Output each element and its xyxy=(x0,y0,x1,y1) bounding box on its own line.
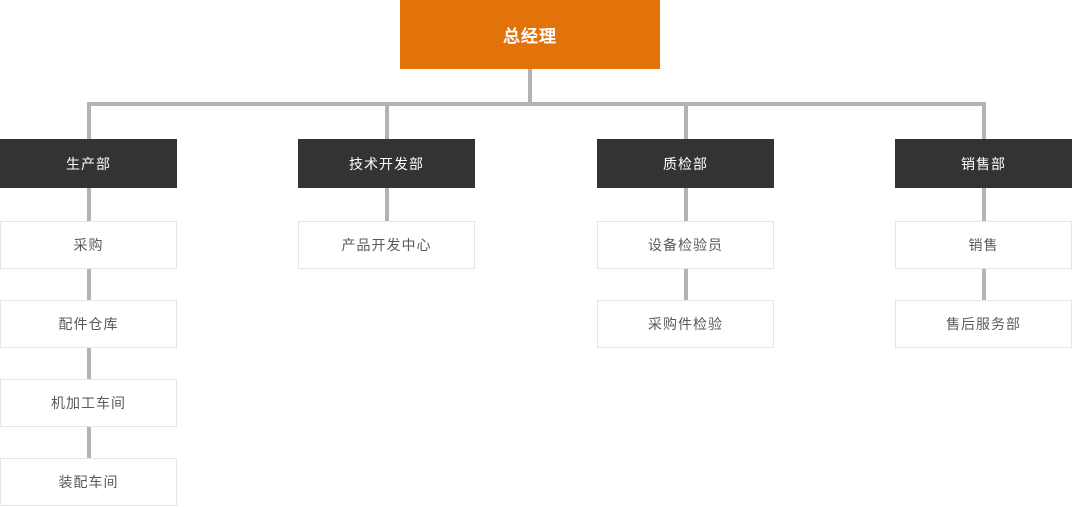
org-node-general-manager: 总经理 xyxy=(400,0,660,69)
dept-node-label: 技术开发部 xyxy=(349,155,424,172)
org-column-production: 生产部 采购 配件仓库 机加工车间 装配车间 xyxy=(0,139,177,506)
dept-node: 生产部 xyxy=(0,139,177,188)
connector-drop xyxy=(683,106,688,139)
dept-node-label: 生产部 xyxy=(66,155,111,172)
connector-drop xyxy=(86,106,91,139)
connector-line xyxy=(384,188,389,221)
connector-horizontal-bar xyxy=(86,102,986,106)
child-node-label: 采购 xyxy=(73,237,104,253)
connector-drop xyxy=(384,106,389,139)
connector-drop xyxy=(981,106,986,139)
child-node-label: 采购件检验 xyxy=(648,316,723,332)
connector-line xyxy=(981,188,986,221)
child-node: 采购 xyxy=(0,221,177,269)
dept-node: 质检部 xyxy=(597,139,774,188)
connector-line xyxy=(86,188,91,221)
connector-line xyxy=(86,427,91,458)
child-node-label: 设备检验员 xyxy=(648,237,723,253)
child-node-label: 产品开发中心 xyxy=(341,237,432,253)
connector-line xyxy=(981,269,986,300)
connector-line xyxy=(86,348,91,379)
child-node: 销售 xyxy=(895,221,1072,269)
child-node-label: 售后服务部 xyxy=(946,316,1021,332)
child-node-label: 机加工车间 xyxy=(51,395,126,411)
child-node-label: 配件仓库 xyxy=(58,316,119,332)
dept-node: 技术开发部 xyxy=(298,139,475,188)
org-node-label: 总经理 xyxy=(503,27,557,46)
child-node-label: 装配车间 xyxy=(58,474,119,490)
dept-node: 销售部 xyxy=(895,139,1072,188)
dept-node-label: 质检部 xyxy=(663,155,708,172)
child-node-label: 销售 xyxy=(968,237,999,253)
child-node: 机加工车间 xyxy=(0,379,177,427)
connector-line xyxy=(683,188,688,221)
connector-line xyxy=(86,269,91,300)
child-node: 配件仓库 xyxy=(0,300,177,348)
org-column-quality-inspection: 质检部 设备检验员 采购件检验 xyxy=(597,139,774,348)
connector-line xyxy=(683,269,688,300)
connector-trunk xyxy=(528,69,532,102)
child-node: 产品开发中心 xyxy=(298,221,475,269)
child-node: 售后服务部 xyxy=(895,300,1072,348)
child-node: 装配车间 xyxy=(0,458,177,506)
dept-node-label: 销售部 xyxy=(961,155,1006,172)
child-node: 采购件检验 xyxy=(597,300,774,348)
org-column-sales: 销售部 销售 售后服务部 xyxy=(895,139,1072,348)
org-column-tech-development: 技术开发部 产品开发中心 xyxy=(298,139,475,269)
child-node: 设备检验员 xyxy=(597,221,774,269)
